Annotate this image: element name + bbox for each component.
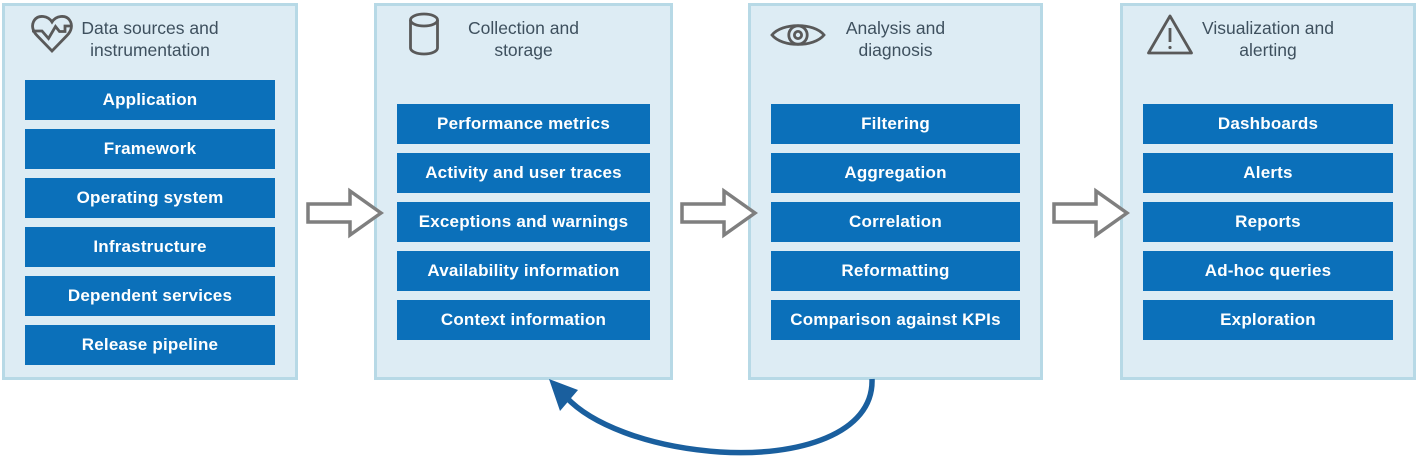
panel-title-line-2: storage xyxy=(494,40,553,60)
panel-header: Collection and storage xyxy=(377,6,670,61)
item-exceptions-and-warnings: Exceptions and warnings xyxy=(397,202,650,242)
item-context-information: Context information xyxy=(397,300,650,340)
panel-icon xyxy=(23,8,81,62)
panel-header: Visualization and alerting xyxy=(1123,6,1413,61)
item-operating-system: Operating system xyxy=(25,178,275,218)
panel-title-line-2: diagnosis xyxy=(858,40,933,60)
panel-icon xyxy=(769,8,827,62)
item-reformatting: Reformatting xyxy=(771,251,1020,291)
warning-icon xyxy=(1147,14,1193,55)
panel-collection-storage: Collection and storage Performance metri… xyxy=(374,3,673,380)
item-ad-hoc-queries: Ad-hoc queries xyxy=(1143,251,1393,291)
panel-title-line-2: alerting xyxy=(1239,40,1297,60)
panel-title: Analysis and diagnosis xyxy=(751,17,1040,61)
panel-header: Analysis and diagnosis xyxy=(751,6,1040,61)
item-dependent-services: Dependent services xyxy=(25,276,275,316)
item-infrastructure: Infrastructure xyxy=(25,227,275,267)
panel-title-line-1: Data sources and xyxy=(81,18,219,38)
flow-arrow-right-2 xyxy=(680,187,758,239)
item-reports: Reports xyxy=(1143,202,1393,242)
item-application: Application xyxy=(25,80,275,120)
panel-data-sources: Data sources and instrumentation Applica… xyxy=(2,3,298,380)
item-performance-metrics: Performance metrics xyxy=(397,104,650,144)
eye-icon xyxy=(770,24,826,46)
item-framework: Framework xyxy=(25,129,275,169)
flow-arrow-right-3 xyxy=(1052,187,1130,239)
database-icon xyxy=(409,12,439,56)
heartbeat-icon xyxy=(31,15,73,54)
item-alerts: Alerts xyxy=(1143,153,1393,193)
panel-icon xyxy=(395,8,453,62)
item-activity-and-user-traces: Activity and user traces xyxy=(397,153,650,193)
panel-title-line-1: Collection and xyxy=(468,18,579,38)
item-dashboards: Dashboards xyxy=(1143,104,1393,144)
item-release-pipeline: Release pipeline xyxy=(25,325,275,365)
panel-title: Collection and storage xyxy=(377,17,670,61)
panel-title-line-2: instrumentation xyxy=(90,40,210,60)
panel-title-line-1: Analysis and xyxy=(845,18,946,38)
item-exploration: Exploration xyxy=(1143,300,1393,340)
item-filtering: Filtering xyxy=(771,104,1020,144)
panel-title-line-1: Visualization and xyxy=(1202,18,1334,38)
item-availability-information: Availability information xyxy=(397,251,650,291)
item-correlation: Correlation xyxy=(771,202,1020,242)
panel-title: Data sources and instrumentation xyxy=(5,17,295,61)
flow-arrow-right-1 xyxy=(306,187,384,239)
item-aggregation: Aggregation xyxy=(771,153,1020,193)
panel-icon xyxy=(1141,8,1199,62)
item-comparison-against-kpis: Comparison against KPIs xyxy=(771,300,1020,340)
panel-header: Data sources and instrumentation xyxy=(5,6,295,61)
panel-title: Visualization and alerting xyxy=(1123,17,1413,61)
